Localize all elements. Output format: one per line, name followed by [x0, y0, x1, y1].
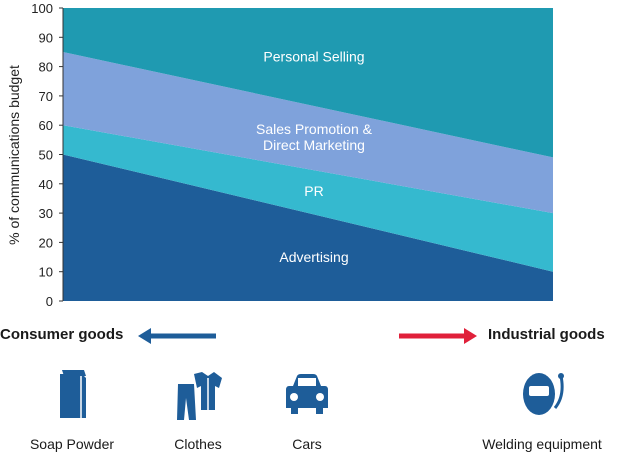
product-soap-powder: Soap Powder	[22, 370, 122, 452]
product-welding-equipment: Welding equipment	[472, 370, 612, 452]
product-cars: Cars	[257, 370, 357, 452]
area-label: PR	[304, 183, 323, 199]
right-arrow-icon	[399, 328, 477, 344]
y-tick-label: 50	[39, 148, 53, 163]
product-clothes: Clothes	[148, 370, 248, 452]
y-tick-label: 70	[39, 89, 53, 104]
y-tick-label: 0	[46, 294, 53, 309]
car-icon	[286, 374, 328, 414]
product-label: Welding equipment	[482, 436, 602, 452]
area-label: Advertising	[279, 249, 348, 265]
area-personal-selling	[63, 8, 553, 158]
clothes-icon	[177, 372, 222, 420]
y-tick-label: 20	[39, 235, 53, 250]
area-sales-promotion-direct-marketing	[63, 51, 553, 214]
y-tick-label: 80	[39, 60, 53, 75]
y-tick-label: 40	[39, 177, 53, 192]
product-label: Clothes	[174, 436, 222, 452]
y-tick-label: 10	[39, 265, 53, 280]
product-label: Soap Powder	[29, 436, 115, 452]
y-axis-ticks: 0 10 20 30 40 50 60 70 80 90 100	[31, 1, 64, 309]
stacked-area-chart: 0 10 20 30 40 50 60 70 80 90 100 Advertising PR Sale…	[6, 1, 553, 309]
left-arrow-icon	[138, 328, 216, 344]
soap-box-icon	[60, 370, 86, 418]
y-axis-label: % of communications budget	[6, 65, 22, 245]
y-tick-label: 100	[31, 1, 53, 16]
y-tick-label: 90	[39, 30, 53, 45]
y-tick-label: 60	[39, 118, 53, 133]
industrial-goods-label: Industrial goods	[488, 326, 605, 343]
chart-areas	[63, 8, 553, 301]
area-labels: Advertising PR Sales Promotion &Direct Mar…	[256, 48, 373, 265]
welding-mask-icon	[523, 373, 564, 415]
consumer-goods-label: Consumer goods	[0, 326, 124, 343]
area-label: Direct Marketing	[263, 137, 365, 153]
area-pr	[63, 125, 553, 272]
y-tick-label: 30	[39, 206, 53, 221]
area-advertising	[63, 154, 553, 301]
area-label: Sales Promotion &	[256, 121, 373, 137]
product-label: Cars	[292, 436, 322, 452]
area-label: Personal Selling	[263, 48, 364, 64]
